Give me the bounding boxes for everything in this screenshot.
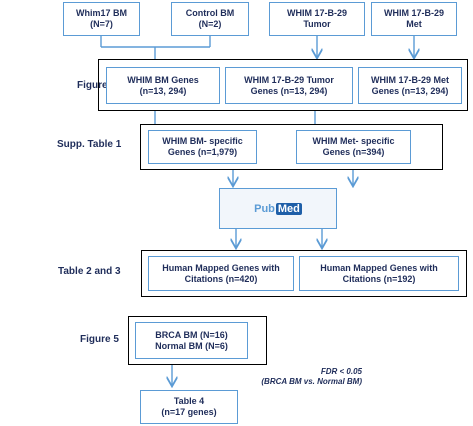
pubmed-med-text: Med [275,202,302,215]
box-whim-met-genes: WHIM 17-B-29 Met Genes (n=13, 294) [358,67,462,104]
box-human-mapped-192: Human Mapped Genes with Citations (n=192… [299,256,459,291]
box-whim-met-specific: WHIM Met- specific Genes (n=394) [296,130,411,164]
box-whim-tumor-genes: WHIM 17-B-29 Tumor Genes (n=13, 294) [225,67,353,104]
box-brca-normal: BRCA BM (N=16) Normal BM (N=6) [135,322,248,359]
box-whim-tumor: WHIM 17-B-29 Tumor [269,2,365,36]
box-whim-bm-genes: WHIM BM Genes (n=13, 294) [106,67,220,104]
box-whim-bm-specific: WHIM BM- specific Genes (n=1,979) [148,130,257,164]
group-figure4 [98,59,468,111]
pubmed-pub-text: Pub [254,202,275,215]
label-figure5: Figure 5 [80,334,119,345]
box-table4: Table 4 (n=17 genes) [140,390,238,424]
fdr-note: FDR < 0.05 (BRCA BM vs. Normal BM) [261,367,362,386]
label-supp-table1: Supp. Table 1 [57,139,122,150]
box-human-mapped-420: Human Mapped Genes with Citations (n=420… [148,256,294,291]
label-figure4: Figure 4 [77,80,116,91]
group-table2-3 [141,250,467,297]
box-whim-met: WHIM 17-B-29 Met [371,2,457,36]
group-figure5 [128,316,267,365]
label-table2-3: Table 2 and 3 [58,266,121,277]
group-supp-table1 [140,124,443,170]
box-whim17-bm: Whim17 BM (N=7) [63,2,140,36]
box-control-bm: Control BM (N=2) [171,2,249,36]
